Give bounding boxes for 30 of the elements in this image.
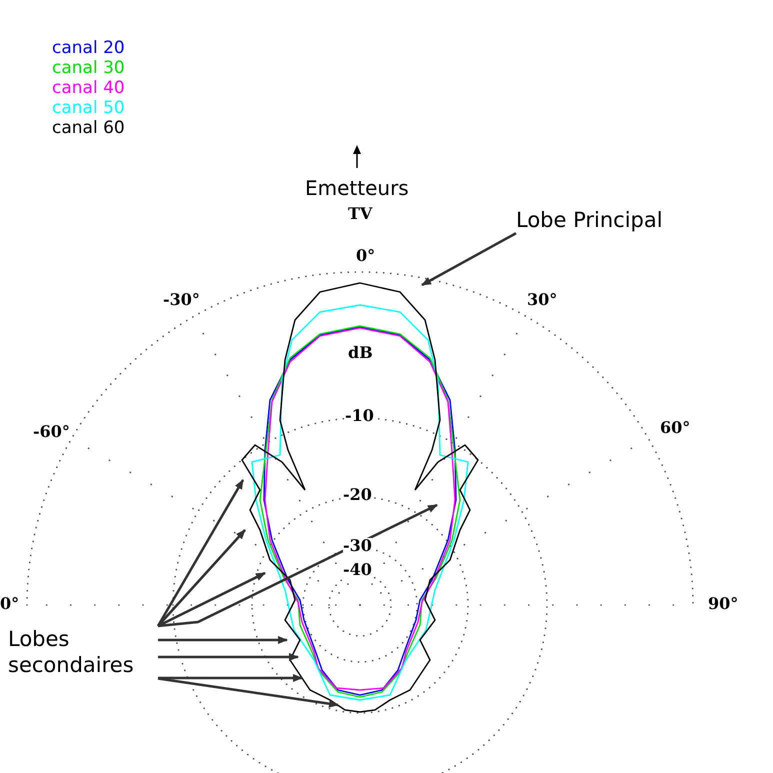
leader-arrow (156, 479, 244, 627)
caption-text: TV (348, 206, 372, 222)
scale-label: -10 (345, 408, 374, 424)
leader-arrow (158, 653, 299, 661)
caption-text: Emetteurs (305, 178, 409, 198)
scale-label: -30 (343, 538, 372, 554)
legend-entry: canal 50 (52, 100, 125, 117)
leader-arrow (158, 636, 288, 644)
callout-text: Lobe Principal (516, 207, 686, 234)
legend-entry: canal 60 (52, 120, 125, 137)
leader-arrow (158, 677, 339, 708)
leader-arrow (157, 529, 246, 627)
legend-entry: canal 20 (52, 40, 125, 57)
leader-arrow (421, 232, 517, 286)
angle-label: 30° (527, 292, 558, 308)
callout-text: Lobes secondaires (8, 626, 158, 678)
angle-label: -30° (163, 292, 200, 308)
leader-arrow (158, 674, 303, 682)
angle-label: 0° (0, 596, 20, 612)
angle-label: 0° (356, 248, 376, 264)
legend-entry: canal 30 (52, 60, 125, 77)
angle-label: 90° (708, 596, 738, 612)
leader-arrow (157, 572, 266, 628)
legend-entry: canal 40 (52, 80, 125, 97)
angle-label: 60° (660, 420, 690, 436)
scale-label: -40 (343, 562, 372, 578)
unit-label: dB (348, 345, 373, 361)
angle-label: -60° (33, 424, 70, 440)
scale-label: -20 (343, 487, 372, 503)
leader-arrow (158, 504, 438, 628)
